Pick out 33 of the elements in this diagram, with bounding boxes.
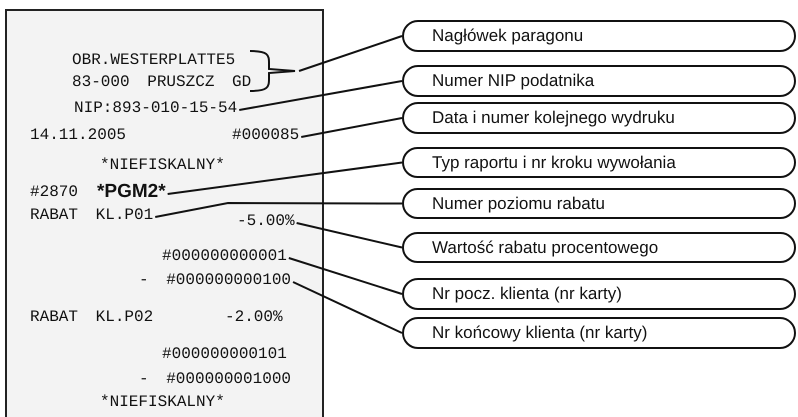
leader-line — [168, 162, 402, 195]
receipt-line: - #000000001000 — [139, 369, 292, 390]
callout-bubble: Nagłówek paragonu — [402, 20, 796, 52]
callout-bubble: Numer poziomu rabatu — [402, 188, 796, 219]
receipt-header: OBR.WESTERPLATTE5 83-000 PRUSZCZ GD — [72, 49, 297, 93]
callout-bubble: Nr pocz. klienta (nr karty) — [402, 278, 796, 310]
receipt-line: #000000000101 — [162, 344, 287, 365]
receipt-line: -5.00% — [237, 210, 295, 232]
receipt-line: -2.00% — [225, 307, 283, 328]
receipt-line: *NIEFISKALNY* — [100, 392, 225, 413]
leader-line — [292, 281, 402, 334]
leader-line — [296, 222, 402, 248]
callout-bubble: Nr końcowy klienta (nr karty) — [402, 317, 796, 349]
callout-bubble: Numer NIP podatnika — [402, 65, 796, 97]
receipt-line: 14.11.2005 — [30, 125, 126, 146]
callout-bubble: Typ raportu i nr kroku wywołania — [402, 147, 796, 178]
receipt-line: *PGM2* — [97, 181, 166, 203]
receipt-line: #2870 — [30, 182, 78, 203]
leader-line — [288, 257, 402, 295]
leader-line — [239, 80, 402, 111]
leader-line — [301, 117, 402, 138]
callout-bubble: Wartość rabatu procentowego — [402, 232, 796, 263]
receipt-line: #000000000001 — [162, 245, 287, 267]
leader-line — [298, 35, 402, 72]
receipt-line: #000085 — [232, 124, 300, 146]
receipt-line: RABAT KL.P01 — [30, 204, 154, 226]
receipt-paper — [5, 9, 324, 417]
receipt-line: NIP:893-010-15-54 — [74, 97, 238, 119]
receipt-line: - #000000000100 — [139, 269, 292, 291]
callout-bubble: Data i numer kolejnego wydruku — [402, 102, 796, 134]
receipt-line: RABAT KL.P02 — [30, 307, 154, 328]
receipt-line: *NIEFISKALNY* — [100, 155, 225, 176]
leader-line — [155, 202, 402, 218]
